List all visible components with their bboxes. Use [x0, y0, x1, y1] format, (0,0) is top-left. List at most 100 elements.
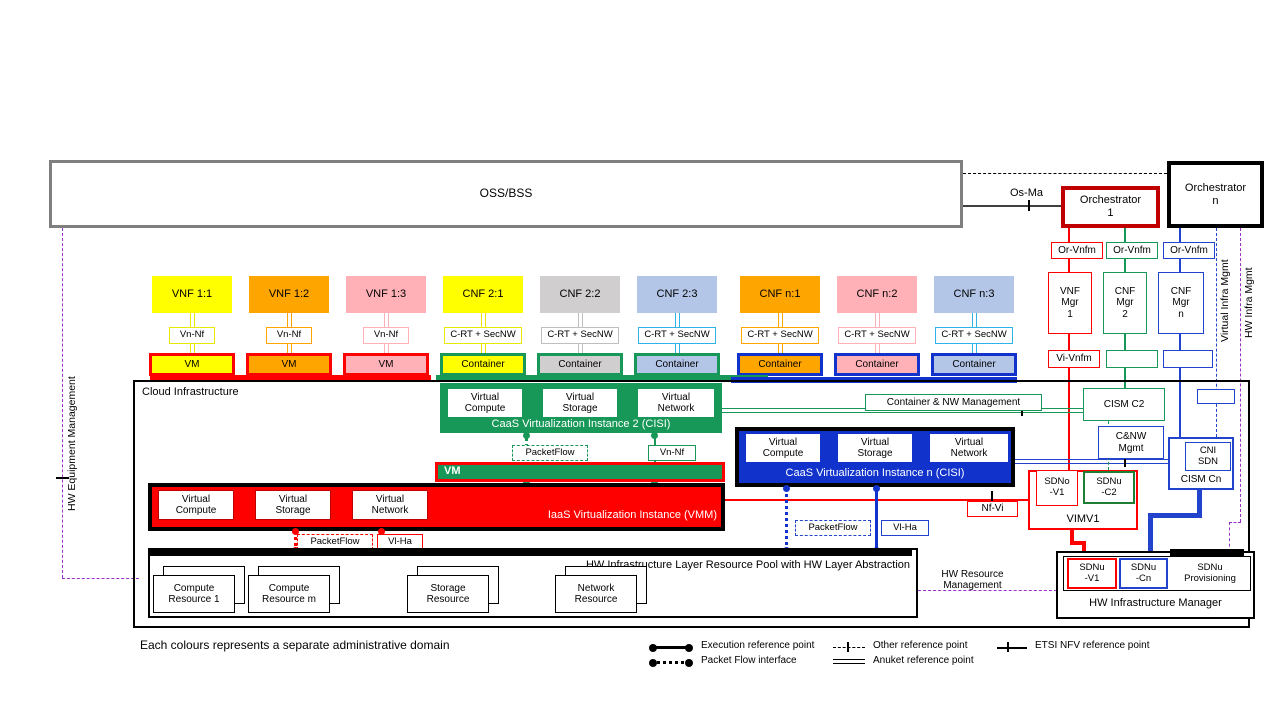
iaas-packetflow-dot-top	[292, 528, 299, 535]
or-vnfm-label-2: Or-Vnfm	[1106, 242, 1158, 259]
vnf-box: VNF 1:1	[152, 276, 232, 313]
sdnu-v1-box: SDNu -V1	[1067, 558, 1117, 589]
compute-resource-m: Compute Resource m	[248, 566, 340, 616]
nfv-column-9: CNF n:3 C-RT + SecNW Container	[931, 276, 1020, 381]
other-ref-label: Other reference point	[873, 640, 968, 651]
caasn-vlha-dot-top	[873, 485, 880, 492]
nfv-column-5: CNF 2:2 C-RT + SecNW Container	[537, 276, 626, 381]
vn-nf-label: Vn-Nf	[266, 327, 312, 344]
cism-cn-label: CISM Cn	[1180, 474, 1222, 486]
hw-infra-manager-box: SDNu -V1 SDNu -Cn SDNu Provisioning HW I…	[1056, 551, 1255, 619]
anuket-ref-label: Anuket reference point	[873, 655, 974, 666]
vimv1-label: VIMV1	[1066, 512, 1100, 525]
os-ma-tick	[1028, 200, 1030, 211]
hw-resource-mgmt-label: HW Resource Management	[941, 568, 1004, 592]
vm-box: VM	[343, 353, 429, 376]
vimv1-sdnu-pipe-v2	[1082, 541, 1086, 554]
iaas-box: Virtual Compute Virtual Storage Virtual …	[148, 483, 725, 531]
caasn-virtual-compute: Virtual Compute	[746, 434, 820, 462]
caasn-box: Virtual Compute Virtual Storage Virtual …	[735, 427, 1015, 487]
caas2-virtual-storage: Virtual Storage	[543, 389, 617, 417]
cnf-box: CNF n:3	[934, 276, 1014, 313]
nfv-column-2: VNF 1:2 Vn-Nf VM	[246, 276, 335, 381]
caas2-packetflow-dot-bottom	[523, 479, 530, 486]
vimv1-sdnu-pipe-v1	[1070, 530, 1074, 544]
container-box: Container	[634, 353, 720, 376]
nfv-column-4: CNF 2:1 C-RT + SecNW Container	[440, 276, 529, 381]
hw-equipment-mgmt-line-end	[62, 578, 139, 579]
packetflow-glyph	[652, 661, 690, 664]
iaas-virtual-storage: Virtual Storage	[255, 490, 331, 520]
or-vnfm1-line	[1068, 228, 1070, 470]
c-rt-secnw-label: C-RT + SecNW	[838, 327, 916, 344]
iaas-packetflow-line	[294, 531, 297, 552]
c-rt-secnw-label: C-RT + SecNW	[935, 327, 1013, 344]
cnf-box: CNF n:2	[837, 276, 917, 313]
vi-vnfm-label: Vi-Vnfm	[1048, 350, 1100, 368]
container-nw-mgmt-label: Container & NW Management	[865, 394, 1042, 411]
packetflow-dot-right	[685, 659, 693, 667]
vn-nf-label: Vn-Nf	[363, 327, 409, 344]
other-ref-glyph	[833, 647, 865, 648]
iaas-virtual-network: Virtual Network	[352, 490, 428, 520]
legend: Execution reference point Packet Flow in…	[645, 636, 1185, 676]
caasn-vlha-label: Vl-Ha	[881, 520, 929, 536]
c-rt-secnw-label: C-RT + SecNW	[541, 327, 619, 344]
caas2-domain-bar	[436, 375, 768, 381]
vi-vnfm-empty-blue-box	[1163, 350, 1213, 368]
hw-equipment-mgmt-tick	[56, 477, 69, 479]
caasn-packetflow-label: PacketFlow	[795, 520, 871, 536]
caasn-packetflow-line	[785, 487, 788, 551]
c-rt-secnw-label: C-RT + SecNW	[741, 327, 819, 344]
nfv-column-8: CNF n:2 C-RT + SecNW Container	[834, 276, 923, 381]
execution-ref-label: Execution reference point	[701, 640, 815, 651]
vm-host-bar: VM	[435, 462, 725, 482]
virtual-infra-mgmt-line	[1216, 228, 1217, 437]
sdnu-cn-box: SDNu -Cn	[1119, 558, 1168, 589]
empty-blue-box-right	[1197, 389, 1235, 404]
hw-equipment-mgmt-line	[62, 228, 63, 578]
oss-orchn-dashed-line	[963, 173, 1167, 174]
nfv-column-1: VNF 1:1 Vn-Nf VM	[149, 276, 238, 381]
caas2-packetflow-label: PacketFlow	[512, 445, 588, 461]
packetflow-label: Packet Flow interface	[701, 655, 797, 666]
vm-domain-bar	[150, 375, 431, 381]
anuket-ref-glyph	[833, 659, 865, 664]
c-rt-secnw-label: C-RT + SecNW	[444, 327, 522, 344]
caasn-cism-tick	[1124, 456, 1126, 467]
caas2-vnnf-dot-top	[651, 432, 658, 439]
vm-box: VM	[246, 353, 332, 376]
cloud-infrastructure-label: Cloud Infrastructure	[142, 386, 239, 398]
nf-vi-tick	[991, 491, 993, 501]
oss-bss-label: OSS/BSS	[479, 186, 533, 201]
container-box: Container	[440, 353, 526, 376]
cism-sdnu-pipe-v1	[1197, 490, 1202, 518]
caasn-cism-anuket-line	[1015, 459, 1168, 464]
container-box: Container	[737, 353, 823, 376]
resource-front-box: Storage Resource	[407, 575, 489, 613]
packetflow-dot-left	[649, 659, 657, 667]
vi-vnfm-empty-green-box	[1106, 350, 1158, 368]
execution-ref-dot-right	[685, 644, 693, 652]
iaas-name: IaaS Virtualization Instance (VMM)	[547, 509, 717, 521]
orchestrator-1-box: Orchestrator 1	[1061, 186, 1160, 228]
nfv-column-7: CNF n:1 C-RT + SecNW Container	[737, 276, 826, 381]
cnf-box: CNF 2:3	[637, 276, 717, 313]
caas2-packetflow-dot-top	[523, 432, 530, 439]
compute-resource-1: Compute Resource 1	[153, 566, 245, 616]
execution-ref-dot-left	[649, 644, 657, 652]
vm-box: VM	[149, 353, 235, 376]
resource-front-box: Network Resource	[555, 575, 637, 613]
virtual-infra-mgmt-label: Virtual Infra Mgmt	[1219, 259, 1231, 343]
resource-front-box: Compute Resource 1	[153, 575, 235, 613]
network-resource: Network Resource	[555, 566, 647, 616]
vn-nf-label: Vn-Nf	[169, 327, 215, 344]
caas2-vnnf-dot-bottom	[651, 479, 658, 486]
caasn-name: CaaS Virtualization Instance n (CISI)	[785, 466, 965, 479]
caas2-box: Virtual Compute Virtual Storage Virtual …	[440, 383, 722, 433]
sdno-v1-box: SDNo -V1	[1036, 470, 1078, 506]
hw-infra-manager-label: HW Infrastructure Manager	[1089, 596, 1222, 609]
cnf-mgr-2-box: CNF Mgr 2	[1103, 272, 1147, 334]
hw-infra-mgmt-label: HW Infra Mgmt	[1243, 267, 1255, 338]
nfv-column-3: VNF 1:3 Vn-Nf VM	[343, 276, 432, 381]
